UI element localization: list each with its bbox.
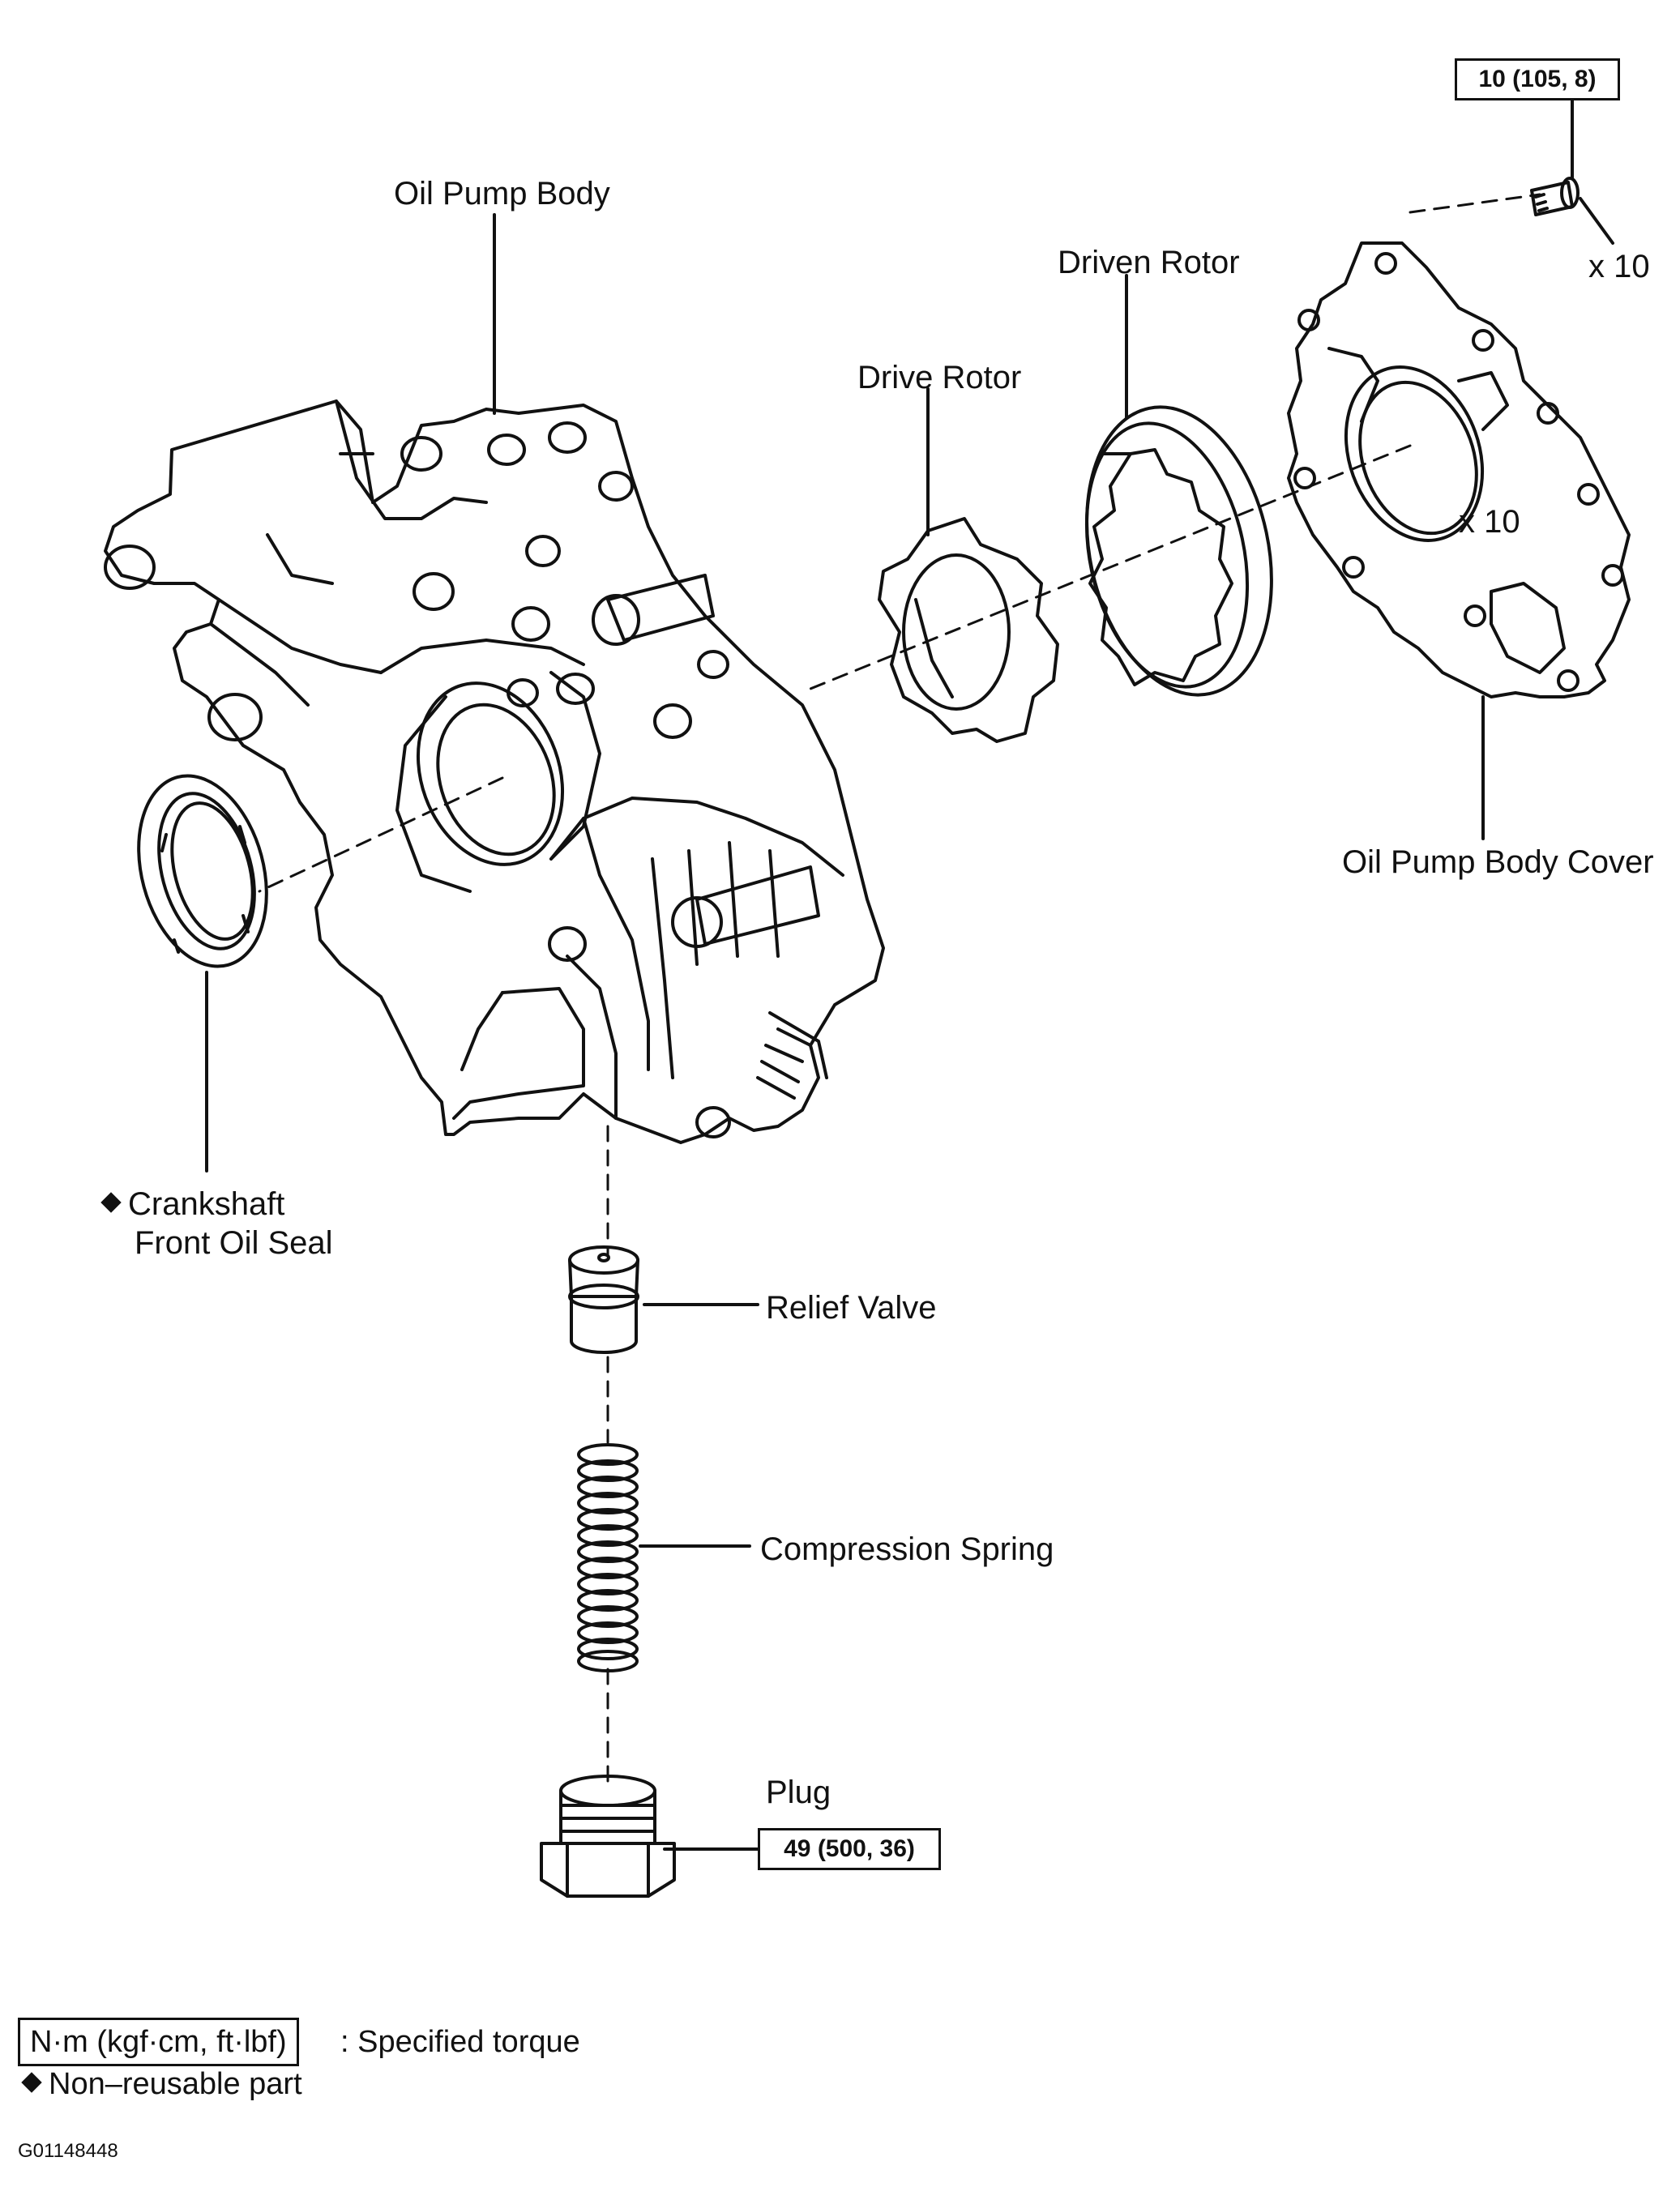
cover-bolt-part (1530, 177, 1580, 216)
bolt-qty-leader (1579, 197, 1614, 245)
oil-pump-body-cover-part (1287, 241, 1631, 698)
label-crankshaft-seal-line2: Front Oil Seal (135, 1225, 333, 1261)
label-crankshaft-seal: Crankshaft (100, 1185, 285, 1224)
oil-pump-body-part (104, 399, 885, 1144)
drive-rotor-part (878, 517, 1059, 743)
label-oil-pump-body: Oil Pump Body (394, 176, 610, 211)
label-relief-valve: Relief Valve (766, 1290, 937, 1326)
label-bolt-qty: x 10 (1588, 249, 1650, 284)
nonreusable-diamond-icon (21, 2072, 42, 2093)
figure-id: G01148448 (18, 2140, 118, 2162)
torque-spec-plug: 49 (500, 36) (758, 1828, 941, 1870)
torque-spec-bolts: 10 (105, 8) (1455, 58, 1620, 100)
label-compression-spring: Compression Spring (760, 1531, 1054, 1567)
label-crankshaft-line1: Crankshaft (128, 1186, 285, 1222)
compression-spring-part (577, 1443, 639, 1672)
legend-nonreusable-text: Non–reusable part (49, 2067, 302, 2101)
relief-valve-part (568, 1245, 639, 1354)
legend-torque-units-box: N·m (kgf·cm, ft·lbf) (18, 2018, 299, 2066)
label-drive-rotor: Drive Rotor (857, 360, 1022, 395)
plug-part (540, 1775, 676, 1898)
label-cover-qty: x 10 (1459, 504, 1520, 540)
crankshaft-front-oil-seal-part (137, 774, 268, 968)
label-oil-pump-body-cover: Oil Pump Body Cover (1342, 844, 1654, 880)
nonreusable-diamond-icon (100, 1192, 122, 1214)
label-driven-rotor: Driven Rotor (1058, 245, 1240, 280)
driven-rotor-part (1084, 405, 1273, 697)
legend-torque-desc: : Specified torque (340, 2025, 580, 2059)
label-plug: Plug (766, 1775, 831, 1810)
legend-nonreusable: Non–reusable part (21, 2062, 302, 2106)
